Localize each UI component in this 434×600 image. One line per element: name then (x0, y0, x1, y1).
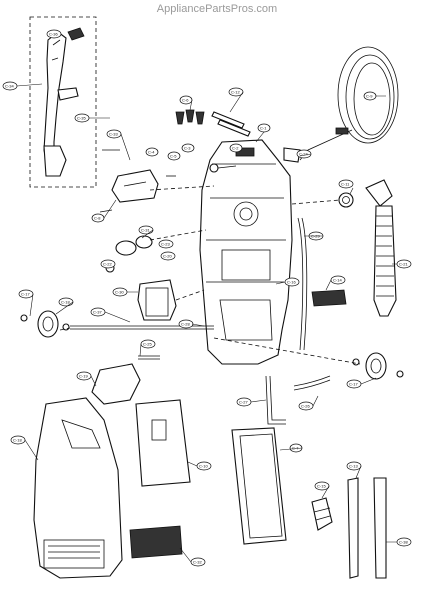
front-cover-part[interactable] (33, 397, 123, 579)
callout-bubble (145, 147, 159, 157)
callout-bubble (100, 259, 116, 269)
motor-housing-part[interactable] (137, 279, 177, 321)
assembly-line (175, 289, 205, 301)
filter-pad-part[interactable] (311, 289, 347, 307)
crevice-tool-part[interactable] (265, 375, 286, 425)
rod-part[interactable] (297, 217, 308, 351)
callout-bubble (160, 251, 176, 261)
callout-bubble (167, 151, 181, 161)
callout-label: C-10 (199, 464, 208, 469)
power-cord-part[interactable] (299, 46, 399, 161)
callout-label: C-21 (399, 262, 408, 267)
callout-label: C-14 (333, 278, 342, 283)
callout-label: C-18 (13, 438, 22, 443)
callout-label: C-37 (93, 310, 102, 315)
watermark: AppliancePartsPros.com (156, 3, 278, 15)
callout-label: C-26 (301, 404, 310, 409)
callout-label: C-32 (193, 560, 202, 565)
callout-label: C-5 (170, 154, 177, 159)
assembly-line (149, 229, 207, 241)
callout-label: C-1 (260, 126, 267, 131)
fitting-part[interactable] (338, 192, 354, 208)
handle-grip-part[interactable] (67, 27, 85, 41)
clip-part[interactable] (209, 163, 237, 173)
misc-screws-part[interactable] (99, 149, 176, 213)
callout-label: C-6 (182, 98, 189, 103)
callout-label: C-35 (77, 116, 86, 121)
dust-bag-part[interactable] (231, 427, 287, 545)
callout-label: C-22 (103, 262, 112, 267)
callout-label: C-31 (141, 228, 150, 233)
latch-part[interactable] (283, 147, 301, 163)
cover-plate-part[interactable] (111, 169, 159, 203)
wheel-left-part[interactable] (20, 310, 59, 338)
callout-label: C-34 (5, 84, 14, 89)
hose-segment-part[interactable] (293, 375, 331, 391)
assembly-line (149, 185, 215, 191)
assembly-line (213, 337, 361, 365)
callout-bubble (46, 29, 62, 39)
main-housing-part[interactable] (199, 139, 293, 365)
pre-filter-pad-part[interactable] (129, 525, 183, 559)
callout-label: C-28 (181, 322, 190, 327)
extension-wand-b-part[interactable] (373, 477, 387, 579)
callout-label: C-4 (148, 150, 155, 155)
callout-bubble (338, 179, 354, 189)
callout-label: C-17 (21, 292, 30, 297)
shaft-part[interactable] (138, 355, 160, 360)
callout-label: C-19 (79, 374, 88, 379)
callout-label: C-27 (239, 400, 248, 405)
callout-label: C-11 (341, 182, 350, 187)
wheel-right-part[interactable] (352, 352, 404, 380)
callout-label: C-8 (94, 216, 101, 221)
callout-label: C-36 (49, 32, 58, 37)
screws-part[interactable] (175, 109, 205, 125)
callout-label: C-18 (61, 300, 70, 305)
callout-label: C-30 (115, 290, 124, 295)
callout-label: C-25 (143, 342, 152, 347)
assembly-line (291, 199, 341, 205)
leader-line (16, 83, 397, 563)
callout-label: C-16 (287, 280, 296, 285)
extension-wand-a-part[interactable] (347, 477, 359, 579)
callout-label: C-23 (161, 242, 170, 247)
callout-label: C-33 (109, 132, 118, 137)
handle-dashed-box (29, 16, 97, 188)
filter-part[interactable] (135, 399, 191, 487)
callout-label: C-13 (349, 464, 358, 469)
callout-label: C-3 (184, 146, 191, 151)
callout-bubble (229, 143, 243, 153)
callout-label: C-7 (292, 446, 299, 451)
bracket-part[interactable] (211, 111, 251, 137)
dusting-brush-part[interactable] (311, 497, 333, 531)
handle-part[interactable] (43, 31, 79, 177)
callout-label: C-15 (317, 484, 326, 489)
callout-label: C-12 (231, 90, 240, 95)
callout-bubble (181, 143, 195, 153)
nozzle-cap-part[interactable] (91, 363, 141, 405)
assembly-line (59, 327, 71, 331)
hose-part[interactable] (365, 179, 397, 317)
callout-label: C-17 (349, 382, 358, 387)
callout-label: C-2 (232, 146, 239, 151)
callout-label: C-24 (299, 152, 308, 157)
callout-label: C-20 (163, 254, 172, 259)
callout-label: C-9 (366, 94, 373, 99)
callout-bubble (158, 239, 174, 249)
callout-label: C-38 (399, 540, 408, 545)
